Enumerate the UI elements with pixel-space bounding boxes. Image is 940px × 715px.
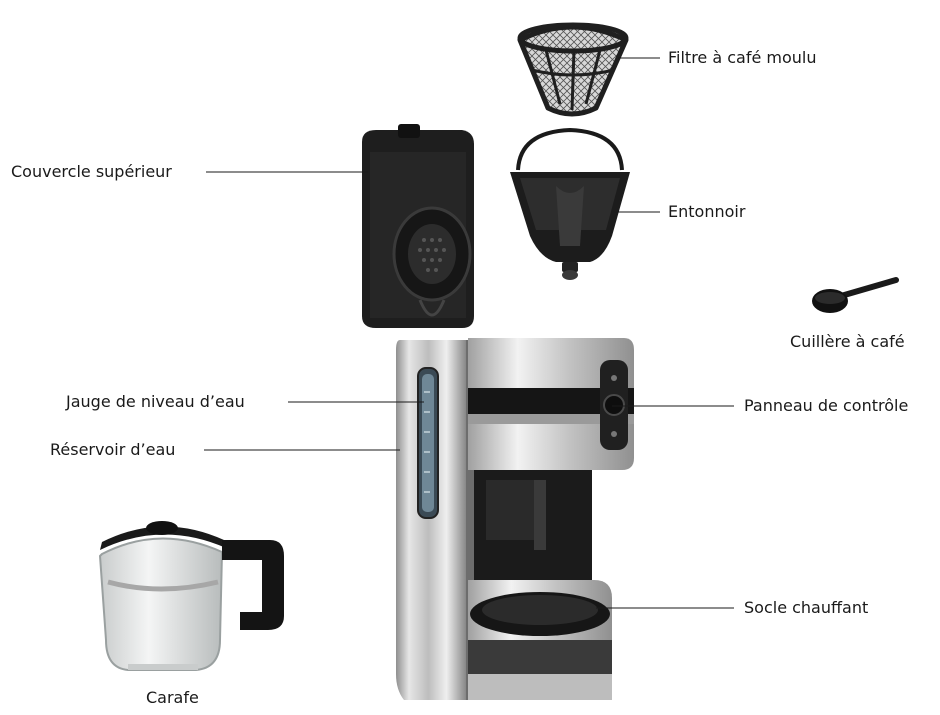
label-panneau: Panneau de contrôle [744,396,909,415]
reservoir-icon [396,340,474,700]
hot-plate-icon [468,580,612,700]
spoon-icon [812,277,899,313]
label-couvercle: Couvercle supérieur [11,162,172,181]
label-filtre: Filtre à café moulu [668,48,817,67]
label-jauge: Jauge de niveau d’eau [66,392,245,411]
label-entonnoir: Entonnoir [668,202,746,221]
carafe-icon [98,521,284,671]
lid-icon [362,124,474,328]
water-gauge-icon [417,367,439,519]
leader-lines [204,57,734,609]
label-socle: Socle chauffant [744,598,869,617]
label-cuillere: Cuillère à café [790,332,905,351]
control-panel-icon [468,338,634,470]
label-carafe: Carafe [146,688,199,707]
label-reservoir: Réservoir d’eau [50,440,176,459]
brew-cavity-icon [474,470,592,580]
filter-icon [517,22,629,117]
funnel-icon [510,127,630,280]
